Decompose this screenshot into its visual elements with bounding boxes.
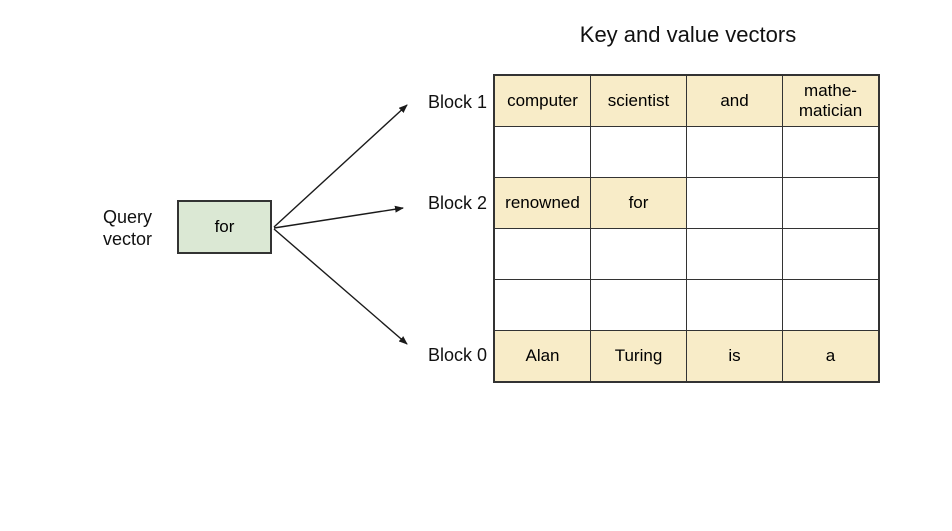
kv-cell — [782, 228, 880, 280]
kv-cell — [782, 177, 880, 229]
kv-cell: computer — [493, 74, 591, 127]
table-row: Alan Turing is a — [493, 330, 880, 383]
table-row — [493, 228, 880, 280]
kv-cell — [590, 279, 687, 331]
table-row: computer scientist and mathe-matician — [493, 74, 880, 127]
kv-cell: a — [782, 330, 880, 383]
kv-cell: and — [686, 74, 783, 127]
kv-cell — [782, 126, 880, 178]
kv-cell — [686, 279, 783, 331]
key-value-table: computer scientist and mathe-matician re… — [493, 74, 880, 383]
kv-cell: renowned — [493, 177, 591, 229]
kv-cell: scientist — [590, 74, 687, 127]
arrow-to-block-0-icon — [273, 228, 408, 345]
kv-cell — [493, 228, 591, 280]
kv-cell — [686, 126, 783, 178]
block-1-label: Block 1 — [427, 92, 487, 112]
query-vector-label: Query vector — [103, 206, 152, 250]
kv-cell — [590, 126, 687, 178]
query-vector-token: for — [214, 217, 235, 236]
kv-cell: mathe-matician — [782, 74, 880, 127]
kv-cell — [493, 126, 591, 178]
kv-cell — [782, 279, 880, 331]
table-row — [493, 126, 880, 178]
query-vector-box: for — [177, 200, 272, 254]
kv-cell — [493, 279, 591, 331]
block-0-label: Block 0 — [427, 345, 487, 365]
kv-cell: Turing — [590, 330, 687, 383]
kv-cell: for — [590, 177, 687, 229]
kv-cell — [590, 228, 687, 280]
kv-cell: is — [686, 330, 783, 383]
block-2-label: Block 2 — [427, 193, 487, 213]
diagram-title: Key and value vectors — [579, 22, 797, 47]
query-vector-label-line2: vector — [103, 229, 153, 249]
query-vector-label-line1: Query — [103, 207, 153, 227]
table-row: renowned for — [493, 177, 880, 229]
kv-cell — [686, 177, 783, 229]
kv-cell — [686, 228, 783, 280]
table-row — [493, 279, 880, 331]
kv-cell: Alan — [493, 330, 591, 383]
